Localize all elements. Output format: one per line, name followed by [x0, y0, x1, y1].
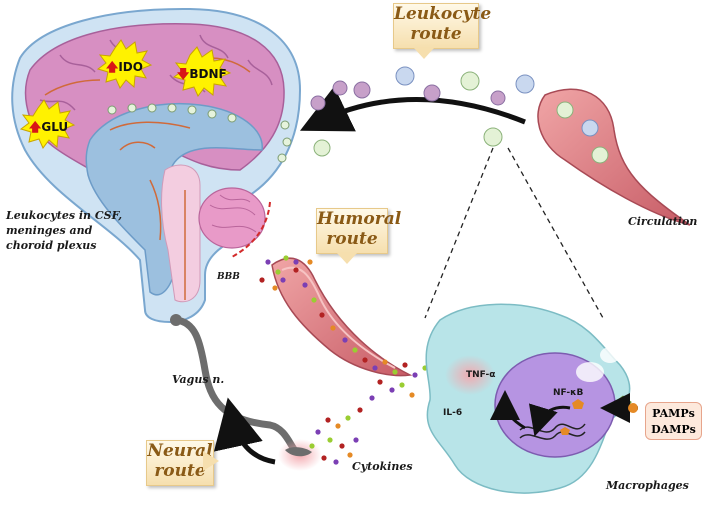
vagal-afferent-terminal	[285, 447, 312, 457]
vagus-nerve-origin	[170, 314, 182, 326]
neural-route-arrow	[213, 397, 276, 465]
up-arrow-icon: 🡅	[29, 120, 42, 134]
cytokine-release-arrow	[490, 390, 526, 430]
humoral-route-callout: Humoral route	[316, 208, 402, 264]
neural-route-line2: route	[154, 461, 206, 481]
cytokines-label: Cytokines	[352, 460, 413, 473]
leukocytes-csf-line3: choroid plexus	[6, 239, 97, 252]
circulation-label: Circulation	[628, 215, 698, 228]
bbb-label: BBB	[217, 272, 240, 282]
bbb-boundary	[229, 201, 271, 259]
tnf-label: TNF-α	[466, 370, 496, 380]
leukocytes-csf-line1: Leukocytes in CSF,	[6, 209, 123, 222]
humoral-route-line1: Humoral	[317, 209, 402, 229]
leukocytes-csf-line2: meninges and	[6, 224, 93, 237]
bdnf-starburst	[172, 46, 232, 97]
cerebellum	[198, 187, 266, 249]
pamps-damps-box: PAMPs DAMPs	[645, 402, 702, 440]
down-arrow-icon: 🡇	[177, 67, 190, 81]
bdnf-text: BDNF	[189, 67, 227, 81]
humoral-vessel	[271, 257, 413, 377]
glu-label: 🡅GLU	[29, 118, 68, 139]
leukocyte-route-line2: route	[410, 24, 462, 44]
macrophage-cell	[425, 303, 632, 494]
up-arrow-icon: 🡅	[106, 60, 119, 74]
nfkb-translocation-arrow	[528, 403, 571, 437]
leukocyte-route-arrow	[299, 86, 526, 132]
ido-text: IDO	[118, 60, 143, 74]
zoom-line-right	[507, 147, 604, 319]
glu-starburst	[19, 99, 76, 149]
nfkb-label: NF-κB	[553, 388, 584, 398]
ido-label: 🡅IDO	[106, 58, 143, 79]
leukocyte-route-line1: Leukocyte	[394, 4, 492, 24]
brain-leukocytes	[107, 103, 292, 163]
neural-route-line1: Neural	[147, 441, 213, 461]
neural-route-callout: Neural route	[146, 440, 219, 486]
vagus-label: Vagus n.	[172, 373, 225, 386]
macrophages-label: Macrophages	[606, 479, 689, 492]
leukocytes-csf-label: Leukocytes in CSF, meninges and choroid …	[6, 208, 122, 253]
bdnf-label: 🡇BDNF	[177, 65, 227, 86]
leukocyte-route-callout: Leukocyte route	[393, 3, 492, 59]
brainstem	[161, 164, 201, 303]
brain-inner-region	[85, 103, 263, 296]
circulation-vessel	[537, 88, 691, 226]
pamp-particle	[628, 403, 638, 413]
pamps-text: PAMPs	[652, 407, 695, 420]
damps-text: DAMPs	[651, 423, 696, 436]
ido-starburst	[96, 39, 153, 89]
zoom-line-left	[424, 147, 494, 319]
il6-label: IL-6	[443, 408, 463, 418]
humoral-route-line2: route	[326, 229, 378, 249]
glu-text: GLU	[41, 120, 69, 134]
circulating-leukocytes	[310, 66, 535, 157]
